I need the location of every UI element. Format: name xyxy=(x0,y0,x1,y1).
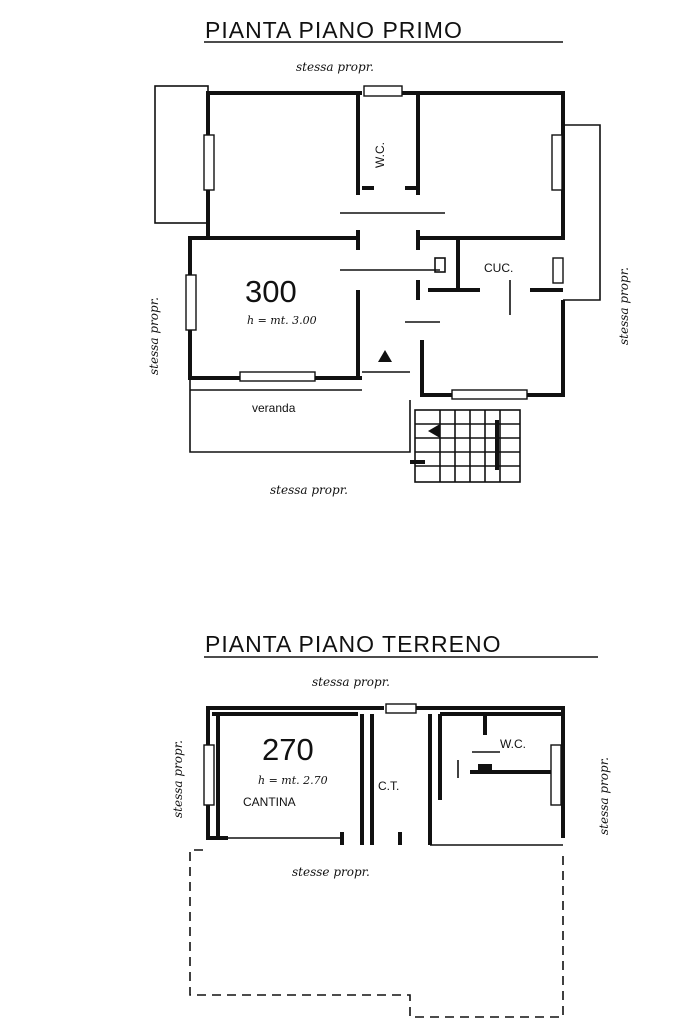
ground-floor-neighbor-right: stessa propr. xyxy=(597,757,611,835)
first-floor-neighbor-bottom: stessa propr. xyxy=(270,483,348,497)
window-left-top xyxy=(203,134,215,191)
ground-wc-fixture xyxy=(478,764,492,772)
outer-wall-right-bottom xyxy=(420,300,565,397)
ground-floor-title: PIANTA PIANO TERRENO xyxy=(205,631,501,657)
ground-floor-neighbor-top: stessa propr. xyxy=(312,675,390,689)
closet-fixture xyxy=(434,257,446,273)
ground-floor-neighbor-bottom: stesse propr. xyxy=(292,865,370,879)
veranda-label: veranda xyxy=(252,401,296,415)
stairs xyxy=(410,409,521,483)
ground-floor-plan: PIANTA PIANO TERRENO stessa propr. 270 xyxy=(171,631,611,1018)
window-left-room300 xyxy=(185,274,197,331)
ground-wc-window xyxy=(550,744,562,806)
outer-wall-top-left xyxy=(206,91,362,238)
first-floor-plan: PIANTA PIANO PRIMO stessa propr. xyxy=(147,17,631,497)
first-floor-wc-label: W.C. xyxy=(373,142,387,168)
first-floor-height: h = mt. 3.00 xyxy=(247,314,317,327)
right-annex xyxy=(563,124,601,301)
window-kitchen-bottom xyxy=(451,389,528,400)
veranda-outline xyxy=(189,378,411,453)
top-window xyxy=(363,85,403,97)
first-floor-neighbor-right: stessa propr. xyxy=(617,267,631,345)
window-room300-bottom xyxy=(239,371,316,382)
ground-dashed-outline xyxy=(189,849,564,1018)
ground-outer-wall-left xyxy=(206,706,384,840)
first-floor-neighbor-top: stessa propr. xyxy=(296,60,374,74)
kitchen-label: CUC. xyxy=(484,261,513,275)
ground-floor-area: 270 xyxy=(262,732,314,767)
stairs-outline xyxy=(414,409,521,483)
outer-wall-top-right xyxy=(402,91,565,240)
ground-outer-wall-right xyxy=(416,706,565,838)
cellar-window xyxy=(203,744,215,806)
first-floor-title: PIANTA PIANO PRIMO xyxy=(205,17,463,43)
first-floor-neighbor-left: stessa propr. xyxy=(147,297,161,375)
window-right-top xyxy=(551,134,563,191)
closet-walls xyxy=(428,236,460,292)
cellar-label: CANTINA xyxy=(243,795,296,809)
ground-floor-neighbor-left: stessa propr. xyxy=(171,740,185,818)
left-annex xyxy=(154,85,209,224)
ct-label: C.T. xyxy=(378,779,399,793)
stairs-arrow xyxy=(428,424,440,438)
ground-wc-label: W.C. xyxy=(500,737,526,751)
entrance-arrow xyxy=(378,350,392,362)
window-kitchen-right xyxy=(552,257,564,284)
ground-top-window xyxy=(385,703,417,714)
ground-floor-height: h = mt. 2.70 xyxy=(258,774,328,787)
first-floor-area: 300 xyxy=(245,274,297,309)
